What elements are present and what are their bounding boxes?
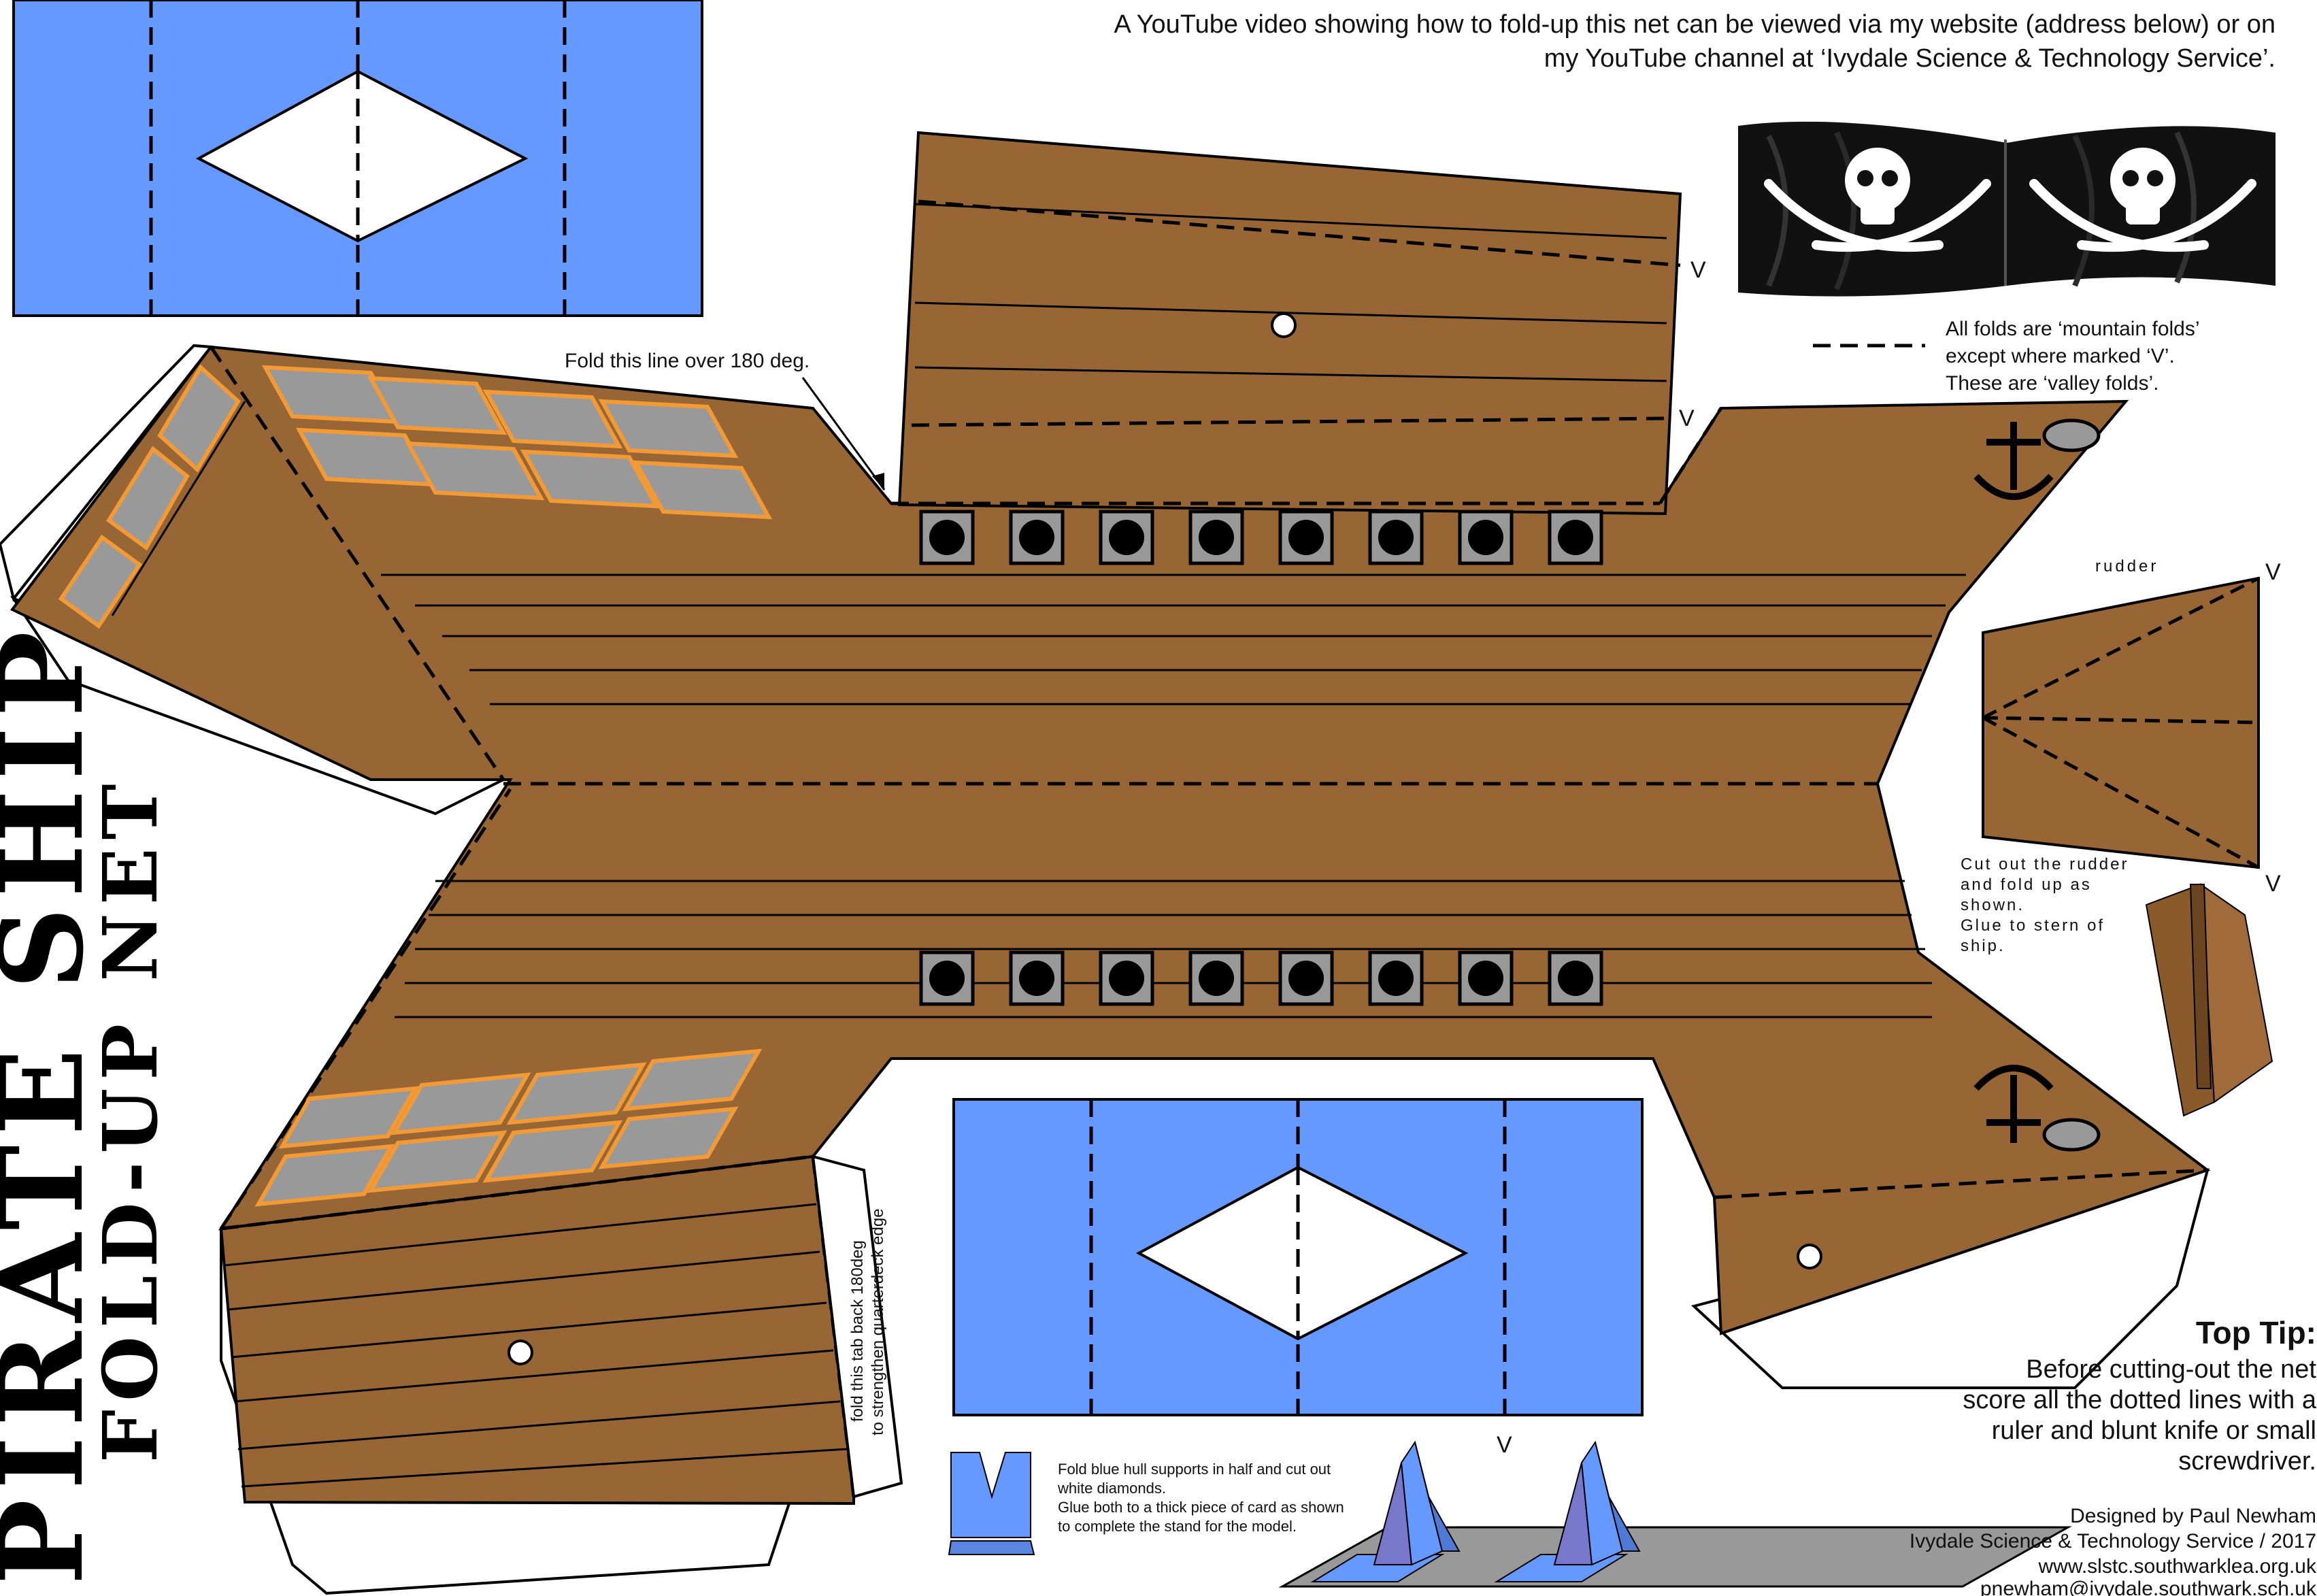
hull-support-bottom xyxy=(952,1098,1644,1416)
cannon-ports-bottom xyxy=(919,950,1603,1006)
rudder-note-line-4: Glue to stern of xyxy=(1961,916,2105,935)
top-tip-heading: Top Tip: xyxy=(2196,1315,2316,1350)
anchor-icon xyxy=(1973,418,2101,500)
jolly-roger-flag-icon xyxy=(1738,121,2276,297)
anchor-icon xyxy=(1973,1065,2101,1152)
rudder-note-line-1: Cut out the rudder xyxy=(1961,855,2129,874)
folds-note-line-3: These are ‘valley folds’. xyxy=(1946,372,2158,395)
cannon-muzzle-icon xyxy=(1019,520,1054,555)
cannon-muzzle-icon xyxy=(1468,520,1503,555)
rudder-net xyxy=(1982,576,2260,869)
credits-email[interactable]: pnewham@ivydale.southwark.sch.uk xyxy=(1980,1578,2317,1596)
rudder-note-line-2: and fold up as xyxy=(1961,876,2092,894)
cannon-muzzle-icon xyxy=(1468,961,1503,996)
cannon-muzzle-icon xyxy=(929,520,965,555)
deck-planks xyxy=(111,203,1966,1488)
fold-180-pointer xyxy=(801,377,886,491)
top-tip-line-3: ruler and blunt knife or small xyxy=(1992,1416,2316,1445)
rudder-note-line-5: ship. xyxy=(1961,937,2005,955)
cannon-muzzle-icon xyxy=(1558,961,1593,996)
mast-hole-icon xyxy=(507,1340,533,1365)
folded-hull-support-illustration xyxy=(948,1452,1035,1555)
credits-designer: Designed by Paul Newham xyxy=(2070,1505,2316,1527)
cannon-muzzle-icon xyxy=(1109,961,1144,996)
cannon-muzzle-icon xyxy=(1288,961,1324,996)
cannon-muzzle-icon xyxy=(1199,520,1234,555)
stand-illustration xyxy=(1278,1440,2072,1588)
valley-mark: V xyxy=(1497,1432,1512,1458)
valley-mark: V xyxy=(2265,559,2281,585)
folds-note-line-1: All folds are ‘mountain folds’ xyxy=(1946,318,2200,340)
valley-mark: V xyxy=(1679,405,1695,431)
credits-website[interactable]: www.slstc.southwarklea.org.uk xyxy=(2038,1555,2317,1578)
title-main: PIRATE SHIP xyxy=(0,622,109,1585)
cannon-ports-top xyxy=(919,510,1603,565)
top-tip-line-1: Before cutting-out the net xyxy=(2026,1355,2316,1384)
credits-org: Ivydale Science & Technology Service / 2… xyxy=(1910,1530,2316,1552)
hull-note-line-1: Fold blue hull supports in half and cut … xyxy=(1058,1461,1331,1478)
top-tip-line-2: score all the dotted lines with a xyxy=(1963,1386,2316,1414)
rudder-note-line-3: shown. xyxy=(1961,896,2024,914)
cannon-muzzle-icon xyxy=(1378,520,1414,555)
arrow-head-icon xyxy=(872,473,884,490)
header-line-2: my YouTube channel at ‘Ivydale Science &… xyxy=(1544,44,2276,73)
header-line-1: A YouTube video showing how to fold-up t… xyxy=(1114,10,2276,39)
title-sub: FOLD-UP NET xyxy=(86,776,174,1463)
cannon-muzzle-icon xyxy=(1288,520,1324,555)
hull-note-line-3: Glue both to a thick piece of card as sh… xyxy=(1058,1499,1344,1516)
fold-lines xyxy=(209,199,2208,1497)
top-tip-line-4: screwdriver. xyxy=(2178,1447,2316,1476)
tab-note-line-1: fold this tab back 180deg xyxy=(848,1240,867,1422)
cannon-muzzle-icon xyxy=(1019,961,1054,996)
mast-hole-icon xyxy=(1797,1244,1822,1269)
cannon-muzzle-icon xyxy=(1109,520,1144,555)
mast-hole-icon xyxy=(1271,312,1297,338)
hull-note-line-4: to complete the stand for the model. xyxy=(1058,1518,1297,1535)
stern-windows-upper xyxy=(58,364,773,629)
cannon-muzzle-icon xyxy=(929,961,965,996)
valley-mark: V xyxy=(2265,871,2281,897)
tab-note-line-2: to strengthen quarterdeck edge xyxy=(869,1208,887,1435)
quarterdeck-tab xyxy=(811,1154,903,1499)
hull-note-line-2: white diamonds. xyxy=(1057,1480,1166,1497)
valley-mark: V xyxy=(1690,257,1706,283)
rudder-label: rudder xyxy=(2095,557,2158,576)
cannon-muzzle-icon xyxy=(1199,961,1234,996)
fold-180-label: Fold this line over 180 deg. xyxy=(565,350,810,372)
hull-support-top xyxy=(12,0,703,317)
cannon-muzzle-icon xyxy=(1558,520,1593,555)
cannon-muzzle-icon xyxy=(1378,961,1414,996)
folds-note-line-2: except where marked ‘V’. xyxy=(1946,345,2175,367)
folded-rudder-illustration xyxy=(2145,883,2273,1117)
stern-windows-lower xyxy=(254,1048,763,1207)
